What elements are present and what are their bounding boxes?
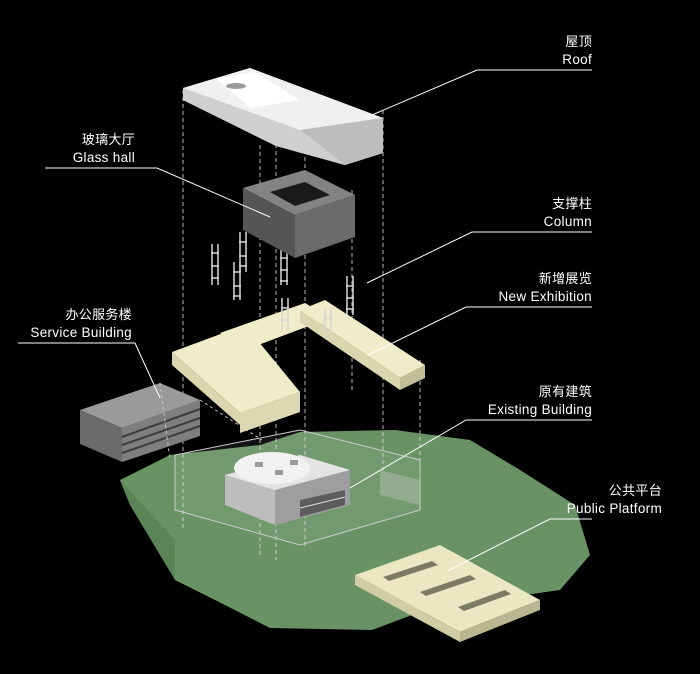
label-column: 支撑柱 Column <box>544 196 592 230</box>
label-service-building-en: Service Building <box>30 325 132 340</box>
label-new-exhibition: 新增展览 New Exhibition <box>499 271 593 305</box>
label-column-en: Column <box>543 214 592 229</box>
label-public-platform: 公共平台 Public Platform <box>567 483 662 517</box>
label-roof: 屋顶 Roof <box>562 34 592 68</box>
label-service-building-zh: 办公服务楼 <box>65 308 132 323</box>
label-existing-building-zh: 原有建筑 <box>538 385 592 400</box>
label-new-exhibition-zh: 新增展览 <box>538 272 592 287</box>
new-exhibition-model <box>172 300 425 433</box>
label-service-building: 办公服务楼 Service Building <box>20 307 132 341</box>
column-models <box>211 232 354 332</box>
label-existing-building: 原有建筑 Existing Building <box>488 384 592 418</box>
label-new-exhibition-en: New Exhibition <box>498 289 592 304</box>
roof-model <box>183 68 383 165</box>
existing-building-model <box>225 452 420 525</box>
label-roof-en: Roof <box>562 52 592 67</box>
label-public-platform-zh: 公共平台 <box>608 484 662 499</box>
label-existing-building-en: Existing Building <box>487 402 592 417</box>
public-platform-model <box>355 545 540 642</box>
label-roof-zh: 屋顶 <box>565 35 592 50</box>
label-glass-hall: 玻璃大厅 Glass hall <box>73 132 135 166</box>
label-column-zh: 支撑柱 <box>552 197 592 212</box>
label-glass-hall-zh: 玻璃大厅 <box>81 133 135 148</box>
leader-lines <box>18 69 592 572</box>
service-building-model <box>80 382 263 462</box>
label-public-platform-en: Public Platform <box>566 501 662 516</box>
glass-hall-model <box>243 170 355 258</box>
label-glass-hall-en: Glass hall <box>72 150 135 165</box>
